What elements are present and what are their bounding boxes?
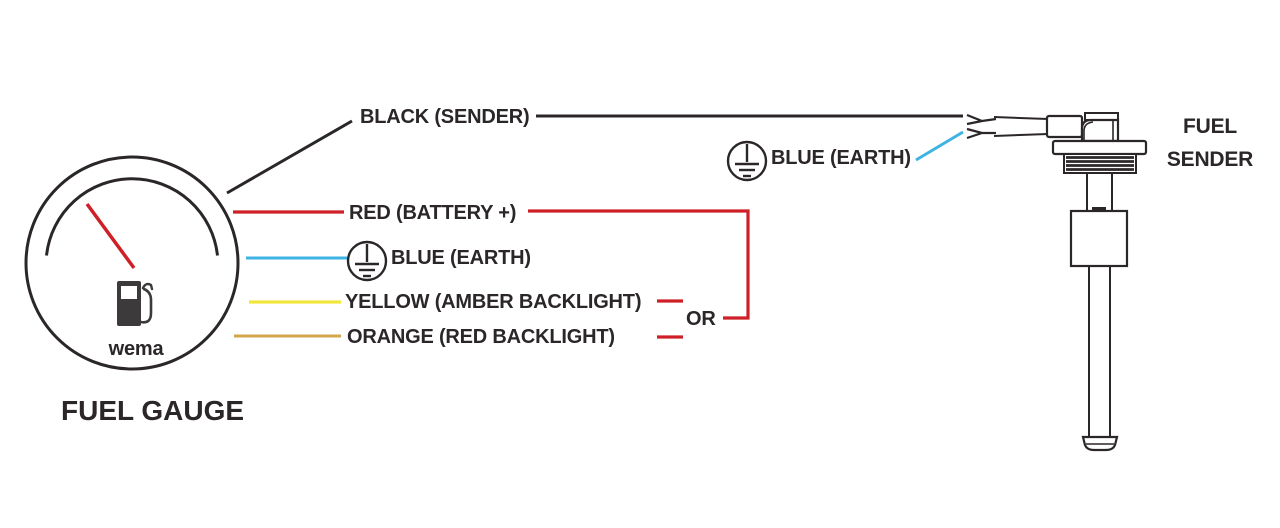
wire-label-yellow-backlight: YELLOW (AMBER BACKLIGHT) (345, 291, 642, 313)
sender-caption-line2: SENDER (1166, 148, 1254, 171)
gauge-drawing (24, 155, 240, 371)
earth-ground-icon (346, 240, 388, 282)
spade-terminal-bottom (966, 127, 996, 140)
thread-section (1063, 153, 1137, 174)
sender-shaft-upper (1086, 172, 1113, 213)
or-label: OR (686, 308, 716, 330)
wire-blue-earth-sender (915, 130, 964, 162)
sender-float (1069, 209, 1129, 268)
wire-red-battery (233, 209, 750, 320)
mounting-flange (1051, 139, 1148, 156)
gauge-scale-arc (45, 177, 219, 256)
sender-shaft-lower (1088, 265, 1111, 438)
float-tab (1092, 207, 1106, 212)
sender-caption: FUEL SENDER (1164, 110, 1256, 176)
spade-terminal-top (966, 113, 997, 126)
gauge-needle (85, 202, 136, 270)
sender-caption-line1: FUEL (1182, 115, 1238, 138)
wire-yellow-backlight (249, 299, 683, 304)
sender-earth-label: BLUE (EARTH) (771, 147, 911, 169)
fuel-sender-drawing (966, 112, 1148, 452)
connector-sleeve (1045, 114, 1084, 139)
gauge-caption: FUEL GAUGE (61, 395, 245, 426)
wire-label-orange-backlight: ORANGE (RED BACKLIGHT) (347, 326, 615, 348)
connector-elbow (1080, 118, 1120, 143)
wire-label-red-battery: RED (BATTERY +) (349, 202, 517, 224)
wire-orange-backlight (234, 334, 683, 339)
earth-ground-icon-sender (726, 140, 768, 182)
fuel-pump-icon (117, 281, 154, 326)
gauge-brand: wema (108, 338, 164, 360)
red-or-bracket (528, 209, 750, 320)
wire-black-sender (226, 114, 963, 195)
wire-label-blue-earth: BLUE (EARTH) (391, 247, 531, 269)
wire-label-black-sender: BLACK (SENDER) (360, 106, 530, 128)
sender-cable (993, 116, 1049, 137)
